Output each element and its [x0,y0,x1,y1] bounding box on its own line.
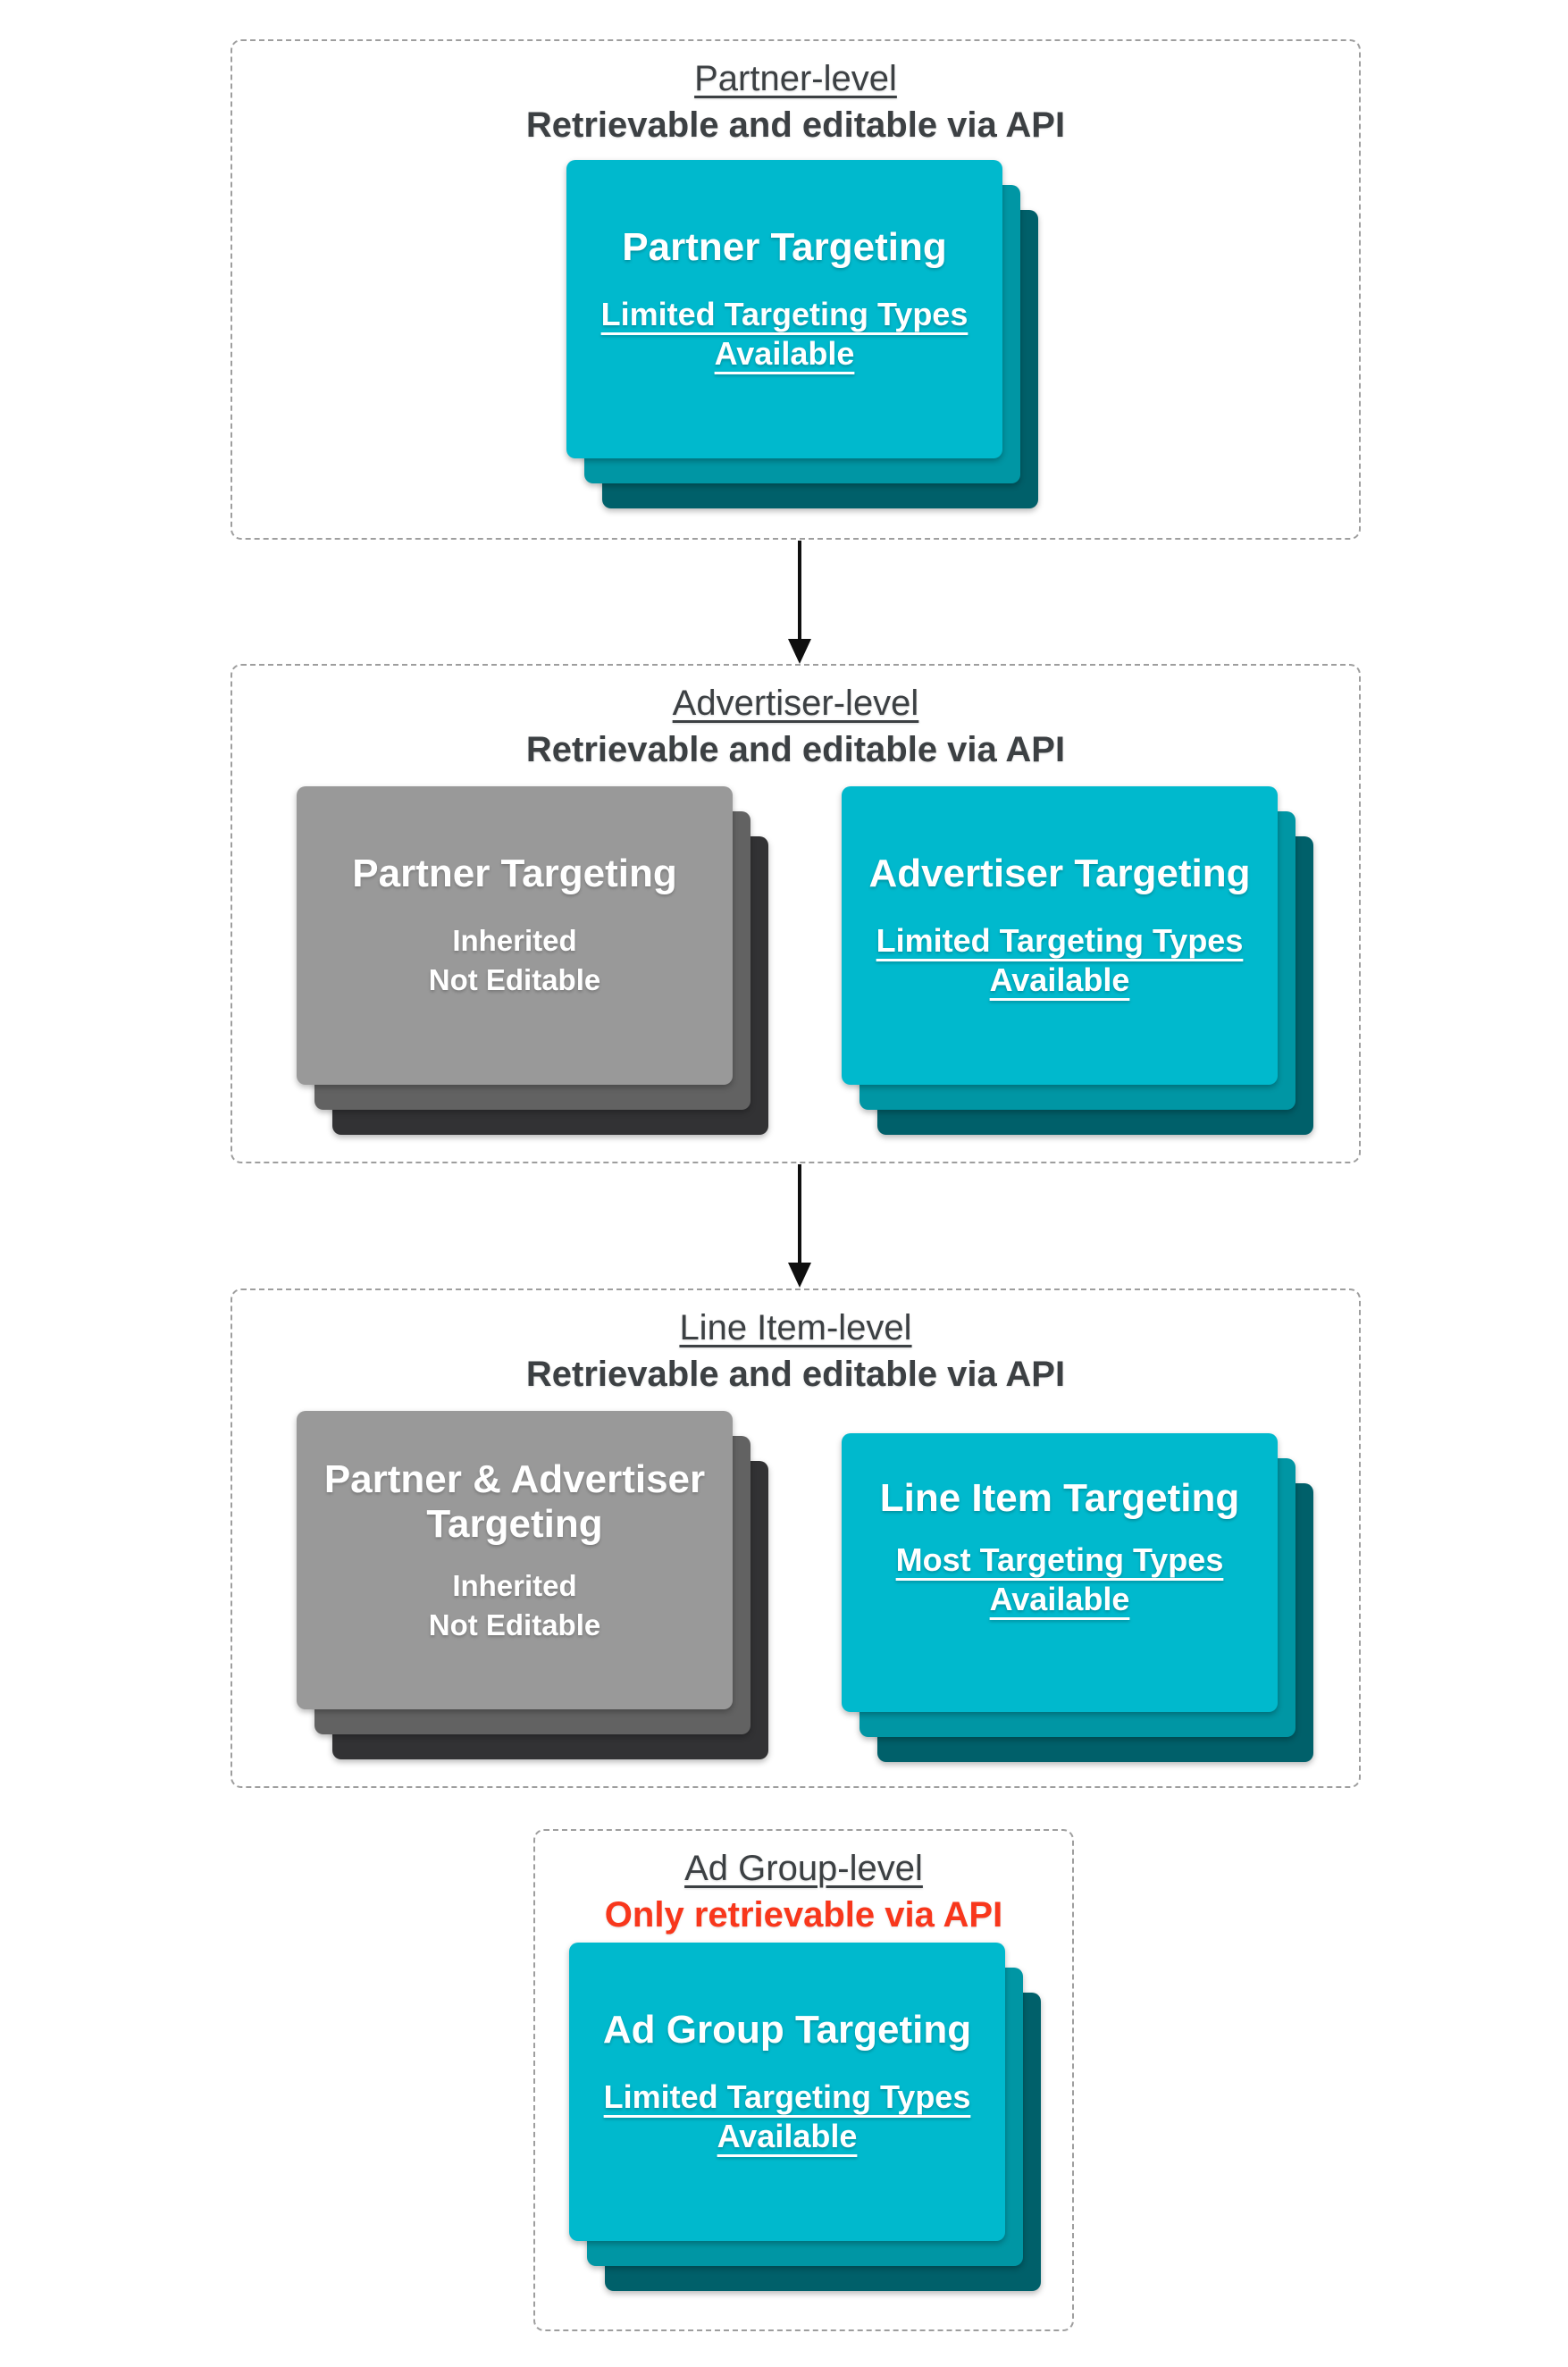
card-advertiser-targeting: Advertiser Targeting Limited Targeting T… [842,786,1278,1085]
card-subtitle: Most Targeting Types Available [895,1541,1224,1617]
card-ad-group-targeting: Ad Group Targeting Limited Targeting Typ… [569,1943,1005,2241]
section-ad-group-level: Ad Group-level Only retrievable via API … [533,1829,1074,2331]
card-title: Line Item Targeting [879,1476,1240,1520]
card-subtitle: Limited Targeting Types Available [876,922,1244,998]
card-title: Ad Group Targeting [602,2008,972,2052]
card-stack-line-item-targeting: Line Item Targeting Most Targeting Types… [842,1433,1313,1782]
arrow-head [788,1263,811,1288]
card-partner-targeting-inherited: Partner Targeting Inherited Not Editable [297,786,733,1085]
card-subtitle: Inherited Not Editable [428,1569,601,1641]
card-stack-partner-targeting: Partner Targeting Limited Targeting Type… [566,160,1038,508]
section-title: Advertiser-level [672,684,919,723]
section-subtitle: Retrievable and editable via API [525,730,1066,769]
arrow-shaft [798,541,801,639]
card-stack-advertiser-targeting: Advertiser Targeting Limited Targeting T… [842,786,1313,1135]
section-title: Ad Group-level [684,1849,923,1888]
down-arrow-icon [784,1164,816,1288]
section-title: Line Item-level [679,1308,912,1347]
down-arrow-icon [784,541,816,664]
section-subtitle: Retrievable and editable via API [525,105,1066,145]
card-stack-ad-group-targeting: Ad Group Targeting Limited Targeting Typ… [569,1943,1041,2291]
section-title: Partner-level [694,59,897,98]
section-subtitle: Retrievable and editable via API [525,1355,1066,1394]
card-title: Partner & Advertiser Targeting [323,1457,706,1546]
card-partner-advertiser-targeting: Partner & Advertiser Targeting Inherited… [297,1411,733,1709]
arrow-head [788,639,811,664]
arrow-shaft [798,1164,801,1263]
card-partner-targeting: Partner Targeting Limited Targeting Type… [566,160,1002,458]
card-subtitle: Limited Targeting Types Available [603,2078,971,2154]
card-subtitle: Limited Targeting Types Available [600,296,968,372]
section-partner-level: Partner-level Retrievable and editable v… [231,39,1361,540]
card-title: Partner Targeting [622,225,947,269]
section-line-item-level: Line Item-level Retrievable and editable… [231,1288,1361,1788]
card-line-item-targeting: Line Item Targeting Most Targeting Types… [842,1433,1278,1712]
card-title: Advertiser Targeting [868,852,1251,895]
section-subtitle-warning: Only retrievable via API [604,1895,1003,1935]
card-title: Partner Targeting [352,852,677,895]
card-subtitle: Inherited Not Editable [428,924,601,996]
section-advertiser-level: Advertiser-level Retrievable and editabl… [231,664,1361,1163]
card-stack-partner-targeting-inherited: Partner Targeting Inherited Not Editable [297,786,768,1135]
card-stack-partner-advertiser-targeting: Partner & Advertiser Targeting Inherited… [297,1411,768,1759]
